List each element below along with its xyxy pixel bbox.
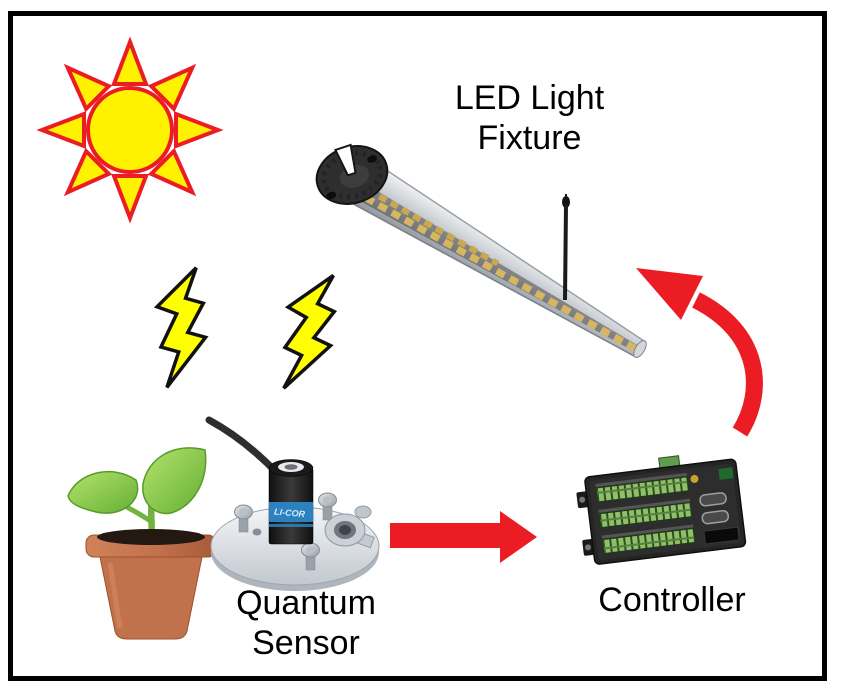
curved-arrow-shaft <box>692 292 763 437</box>
plant-leaf-right <box>142 447 207 515</box>
led-fixture-label: LED Light Fixture <box>397 78 662 158</box>
pot-highlight <box>107 562 123 629</box>
quantum-sensor-label-line1: Quantum <box>236 584 376 622</box>
sun-ray <box>63 147 113 197</box>
arrow-controller-to-fixture-icon <box>636 268 763 437</box>
dsub-port <box>701 509 730 525</box>
sun-ray <box>63 63 113 113</box>
led-chip-row <box>355 180 500 267</box>
controller-label-text: Controller <box>598 581 746 619</box>
leveling-screw <box>234 504 253 533</box>
terminal-block <box>598 502 693 529</box>
sun-icon <box>36 36 224 224</box>
led-fixture-label-line1: LED Light <box>454 79 605 117</box>
plant-icon <box>67 447 217 640</box>
curved-arrow-head <box>636 268 703 320</box>
led-chip-row <box>350 187 638 352</box>
controller-label: Controller <box>577 580 767 620</box>
arrow-sensor-to-controller-icon <box>390 511 537 563</box>
lightning-bolt-right-icon <box>282 274 338 390</box>
led-bar <box>338 154 647 359</box>
quantum-sensor-image: LI-COR <box>205 416 380 591</box>
terminal-block <box>595 476 690 503</box>
sun-ray <box>36 111 86 149</box>
diagram-border <box>8 11 827 681</box>
led-fixture-label-line2: Fixture <box>477 119 582 157</box>
dsub-port <box>699 492 727 507</box>
led-fixture-image <box>315 143 647 359</box>
quantum-sensor-label-line2: Sensor <box>252 624 360 662</box>
controller-logo <box>718 467 734 480</box>
sun-ray <box>111 174 149 224</box>
sensor-brand-text: LI-COR <box>274 507 306 520</box>
sun-ray <box>174 111 224 149</box>
sun-ray <box>111 36 149 86</box>
fixture-end-cap <box>315 143 389 205</box>
sensor-clamp <box>324 505 375 549</box>
quantum-sensor-label: Quantum Sensor <box>196 583 416 663</box>
sun-ray <box>147 147 197 197</box>
sma-connector <box>690 474 699 483</box>
controller-body <box>576 455 747 565</box>
lightning-bolts <box>153 266 338 390</box>
hanging-rod <box>562 194 570 301</box>
end-cap-slot <box>334 143 357 177</box>
controller-image <box>576 455 747 565</box>
leveling-screw <box>318 492 337 521</box>
lightning-bolt-left-icon <box>153 266 209 389</box>
plant-leaf-left <box>67 471 139 514</box>
red-arrow-right <box>390 511 537 563</box>
pot-body <box>99 556 203 640</box>
sun-rays <box>36 36 224 224</box>
sun-ray <box>147 63 197 113</box>
sensor-head: LI-COR <box>268 459 314 545</box>
sun-body <box>86 86 174 174</box>
pot-soil <box>97 529 205 545</box>
sensor-brand-band <box>269 502 313 522</box>
terminal-block <box>601 527 696 555</box>
fixture-far-end <box>633 340 647 359</box>
io-port <box>703 526 740 545</box>
sensor-cable <box>205 416 281 477</box>
